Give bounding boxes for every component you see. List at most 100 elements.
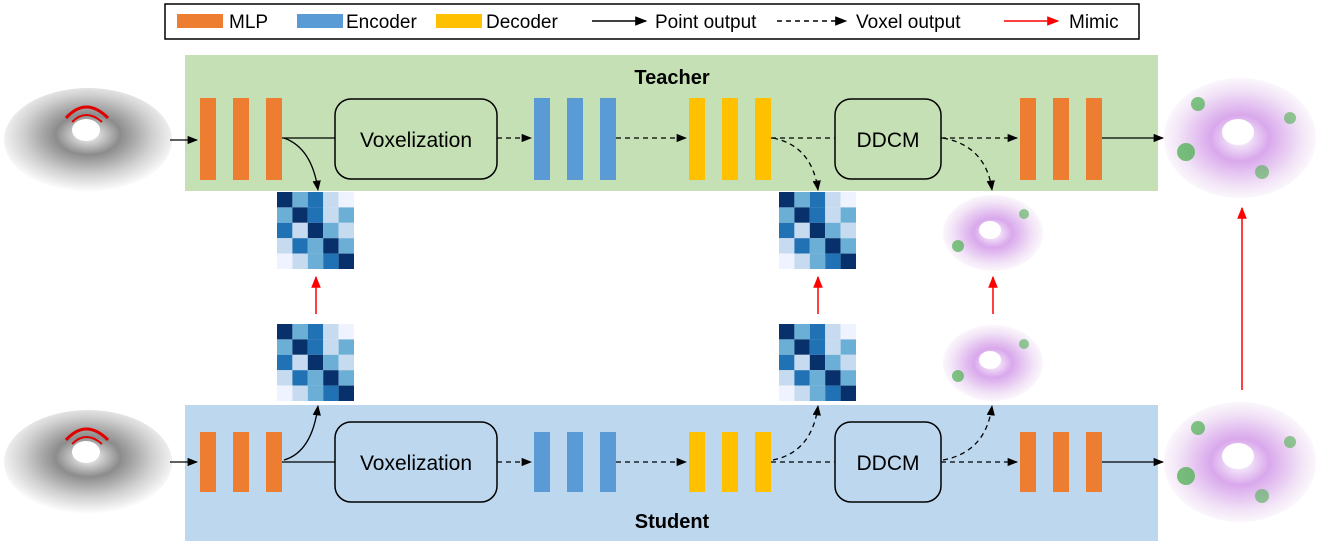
affinity-cell bbox=[840, 192, 856, 208]
legend-decoder-swatch bbox=[436, 14, 482, 28]
student-decoder-affinity-matrix bbox=[779, 324, 856, 401]
affinity-cell bbox=[292, 370, 308, 386]
affinity-cell bbox=[794, 354, 810, 371]
affinity-cell bbox=[292, 222, 308, 239]
seg-vegetation-2 bbox=[1019, 209, 1029, 219]
student-mlp-to-matrix-arrow bbox=[283, 404, 321, 461]
affinity-cell bbox=[809, 238, 826, 254]
affinity-cell bbox=[825, 339, 841, 355]
teacher-encoder-bar-2 bbox=[567, 98, 583, 180]
seg-vegetation-2 bbox=[1191, 421, 1205, 435]
teacher-mlp-bar-1 bbox=[200, 98, 216, 180]
teacher-ddcm-segmentation bbox=[940, 192, 1046, 274]
teacher-pipeline: Voxelization DDCM bbox=[4, 78, 1316, 198]
legend-point-label: Point output bbox=[655, 12, 757, 33]
teacher-voxelization-box bbox=[334, 98, 498, 180]
seg-hole bbox=[1222, 119, 1254, 145]
affinity-cell bbox=[840, 238, 856, 254]
affinity-cell bbox=[307, 385, 324, 401]
scan-fov-arc bbox=[64, 427, 110, 442]
affinity-cell bbox=[794, 207, 810, 223]
student-pipeline: Voxelization DDCM bbox=[4, 402, 1316, 522]
teacher-mlp-to-matrix-arrow bbox=[283, 137, 321, 192]
teacher-out-mlp-bar-1 bbox=[1020, 98, 1036, 180]
student-out-mlp-bar-3 bbox=[1086, 432, 1102, 492]
affinity-cell bbox=[779, 253, 795, 269]
affinity-cell bbox=[840, 222, 856, 239]
teacher-dec-to-matrix-arrow bbox=[772, 137, 821, 192]
affinity-cell bbox=[779, 370, 795, 386]
affinity-cell bbox=[840, 207, 856, 223]
teacher-decoder-bar-1 bbox=[689, 98, 705, 180]
teacher-title: Teacher bbox=[634, 67, 709, 89]
affinity-cell bbox=[323, 222, 339, 239]
seg-vegetation-1 bbox=[952, 240, 964, 252]
affinity-cell bbox=[794, 238, 810, 254]
legend-voxel-label: Voxel output bbox=[856, 12, 961, 33]
student-encoder-bar-1 bbox=[534, 432, 550, 492]
affinity-cell bbox=[292, 339, 308, 355]
affinity-cell bbox=[825, 207, 841, 223]
student-encoder-bar-3 bbox=[600, 432, 616, 492]
affinity-cell bbox=[809, 207, 826, 223]
affinity-cell bbox=[809, 370, 826, 386]
affinity-cell bbox=[338, 385, 354, 401]
legend-mlp-swatch bbox=[177, 14, 223, 28]
affinity-cell bbox=[794, 253, 810, 269]
teacher-input-scan bbox=[4, 88, 172, 192]
affinity-cell bbox=[825, 222, 841, 239]
affinity-cell bbox=[307, 370, 324, 386]
teacher-out-mlp-bar-3 bbox=[1086, 98, 1102, 180]
seg-vegetation-1 bbox=[952, 370, 964, 382]
student-mlp-bar-3 bbox=[266, 432, 282, 492]
affinity-cell bbox=[277, 192, 293, 208]
affinity-cell bbox=[323, 385, 339, 401]
affinity-cell bbox=[338, 207, 354, 223]
affinity-cell bbox=[277, 385, 293, 401]
legend-encoder-label: Encoder bbox=[346, 12, 417, 33]
affinity-cell bbox=[338, 222, 354, 239]
affinity-cell bbox=[779, 238, 795, 254]
seg-hole bbox=[1222, 443, 1254, 469]
seg-vegetation-2 bbox=[1191, 97, 1205, 111]
seg-vegetation-3 bbox=[1284, 112, 1296, 124]
teacher-decoder-bar-2 bbox=[722, 98, 738, 180]
affinity-cell bbox=[277, 238, 293, 254]
seg-vegetation-1 bbox=[1177, 467, 1195, 485]
affinity-cell bbox=[323, 192, 339, 208]
affinity-cell bbox=[840, 339, 856, 355]
affinity-cell bbox=[277, 339, 293, 355]
student-ddcm-to-seg-arrow bbox=[942, 404, 995, 461]
legend-mlp-label: MLP bbox=[229, 12, 268, 33]
seg-vegetation-3 bbox=[1284, 436, 1296, 448]
student-dec-to-matrix-arrow bbox=[772, 404, 821, 461]
affinity-cell bbox=[809, 339, 826, 355]
affinity-cell bbox=[809, 222, 826, 239]
affinity-cell bbox=[323, 238, 339, 254]
student-decoder-bar-1 bbox=[689, 432, 705, 492]
affinity-cell bbox=[323, 370, 339, 386]
affinity-cell bbox=[794, 385, 810, 401]
student-input-scan bbox=[4, 410, 172, 514]
teacher-encoder-bar-3 bbox=[600, 98, 616, 180]
legend-mimic-label: Mimic bbox=[1069, 12, 1119, 33]
affinity-cell bbox=[779, 207, 795, 223]
teacher-decoder-affinity-matrix bbox=[779, 192, 856, 269]
affinity-cell bbox=[809, 324, 826, 340]
affinity-cell bbox=[338, 253, 354, 269]
affinity-cell bbox=[825, 238, 841, 254]
affinity-cell bbox=[323, 207, 339, 223]
affinity-cell bbox=[840, 324, 856, 340]
affinity-cell bbox=[794, 192, 810, 208]
affinity-cell bbox=[338, 354, 354, 371]
affinity-cell bbox=[794, 339, 810, 355]
affinity-cell bbox=[307, 354, 324, 371]
affinity-cell bbox=[809, 192, 826, 208]
student-decoder-bar-3 bbox=[755, 432, 771, 492]
scan-fov-arc bbox=[64, 105, 110, 120]
affinity-cell bbox=[307, 192, 324, 208]
seg-hole bbox=[979, 351, 1001, 369]
affinity-cell bbox=[338, 324, 354, 340]
affinity-cell bbox=[307, 253, 324, 269]
